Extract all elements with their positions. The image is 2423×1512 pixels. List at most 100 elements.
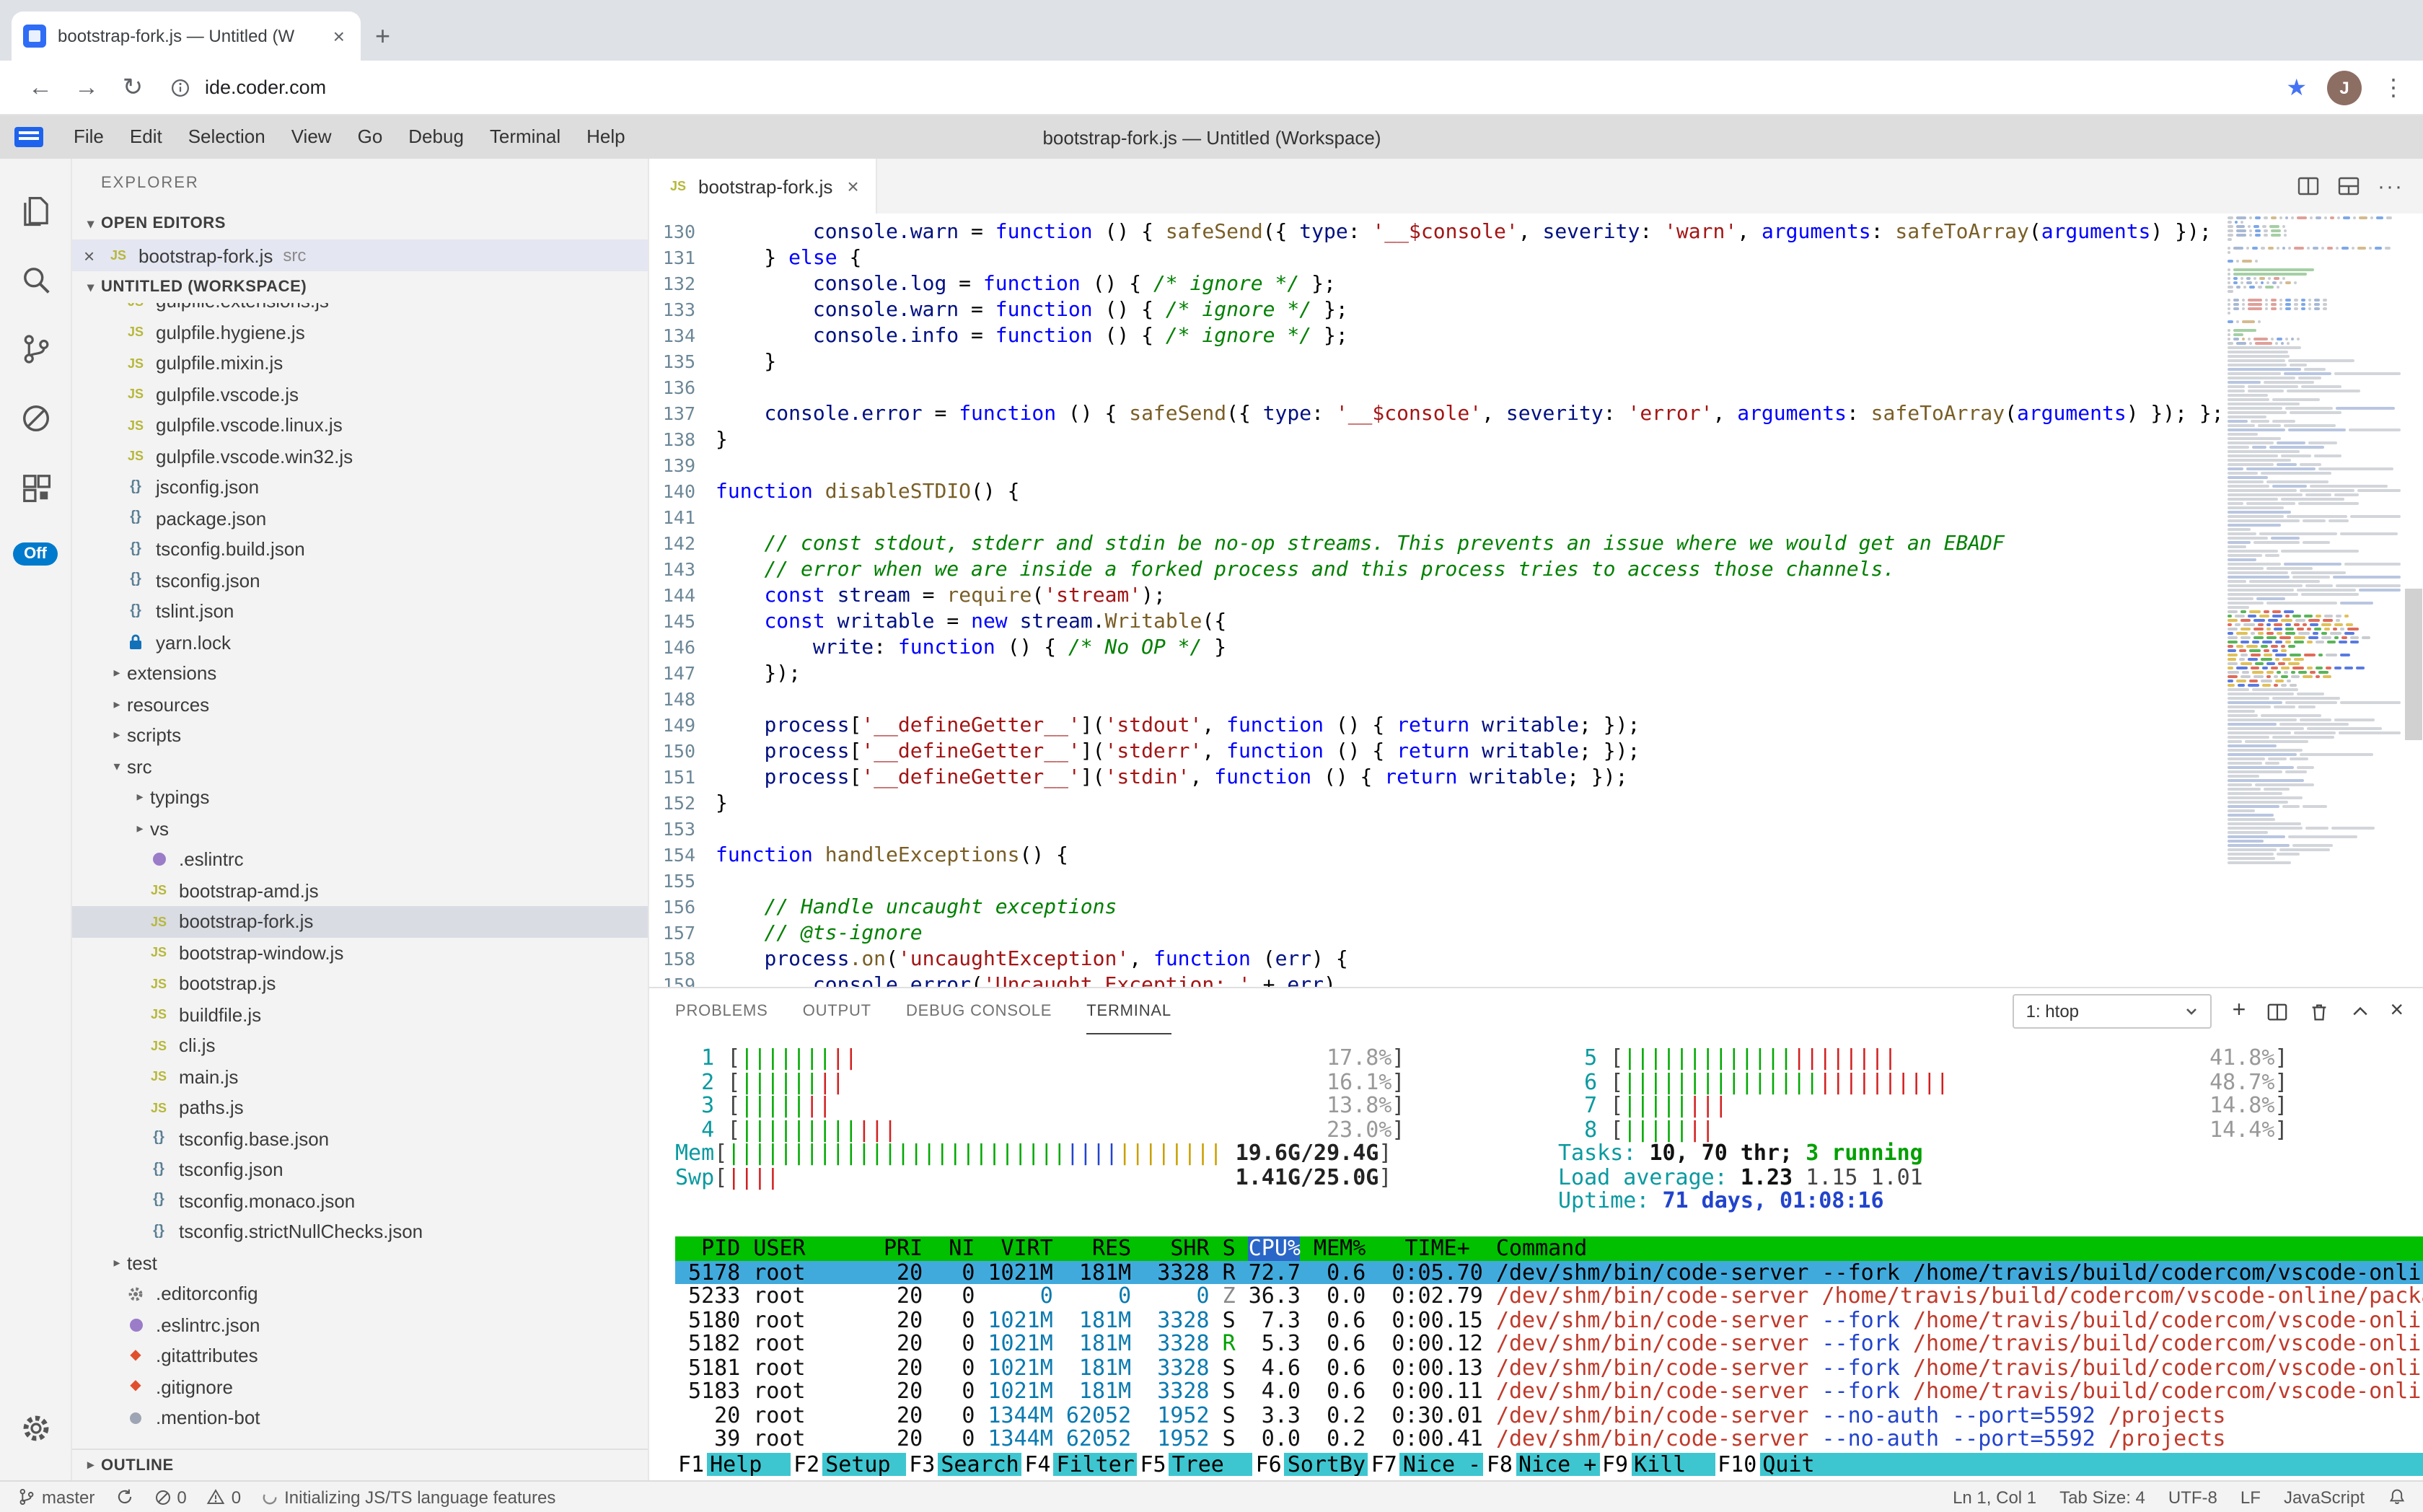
tree-item-tsconfig-strictnullchecks-json[interactable]: {}tsconfig.strictNullChecks.json xyxy=(72,1216,648,1247)
tree-item-typings[interactable]: ▸typings xyxy=(72,782,648,813)
circle-slash-icon[interactable] xyxy=(0,384,71,453)
tree-item-gitignore[interactable]: ◆.gitignore xyxy=(72,1371,648,1402)
open-editors-header[interactable]: ▾ OPEN EDITORS xyxy=(72,208,648,239)
menu-debug[interactable]: Debug xyxy=(408,126,464,147)
split-editor-icon[interactable] xyxy=(2297,175,2320,198)
status-error[interactable]: 0 xyxy=(154,1487,187,1507)
status-utf-8[interactable]: UTF-8 xyxy=(2168,1487,2217,1507)
tree-item-mention-bot[interactable]: .mention-bot xyxy=(72,1402,648,1433)
menu-terminal[interactable]: Terminal xyxy=(489,126,561,147)
tree-item-tsconfig-build-json[interactable]: {}tsconfig.build.json xyxy=(72,534,648,565)
status-javascript[interactable]: JavaScript xyxy=(2284,1487,2365,1507)
tree-item-vs[interactable]: ▸vs xyxy=(72,813,648,844)
more-actions-icon[interactable]: ··· xyxy=(2378,174,2404,198)
fn-key-label[interactable]: F9 xyxy=(1602,1451,1629,1477)
new-tab-button[interactable]: + xyxy=(375,22,391,50)
fn-key-action[interactable]: Search xyxy=(938,1452,1022,1476)
terminal-select[interactable]: 1: htop xyxy=(2013,994,2212,1029)
menu-file[interactable]: File xyxy=(74,126,104,147)
status-bell[interactable] xyxy=(2388,1487,2406,1506)
tree-item-eslintrc-json[interactable]: .eslintrc.json xyxy=(72,1309,648,1340)
editor-layout-icon[interactable] xyxy=(2337,175,2360,198)
source-control-icon[interactable] xyxy=(0,315,71,384)
tree-item-tsconfig-monaco-json[interactable]: {}tsconfig.monaco.json xyxy=(72,1185,648,1216)
editor-scrollbar[interactable] xyxy=(2404,214,2423,987)
tree-item-resources[interactable]: ▸resources xyxy=(72,689,648,720)
address-bar[interactable]: ide.coder.com xyxy=(170,76,2266,98)
fn-key-action[interactable]: Nice - xyxy=(1399,1452,1484,1476)
forward-button[interactable]: → xyxy=(74,73,99,100)
tab-close-icon[interactable]: × xyxy=(333,25,345,48)
site-info-icon[interactable] xyxy=(170,77,190,97)
panel-tab-terminal[interactable]: TERMINAL xyxy=(1086,988,1171,1034)
minimap[interactable] xyxy=(2228,216,2401,987)
fn-key-label[interactable]: F3 xyxy=(909,1451,936,1477)
status-sync[interactable] xyxy=(115,1487,133,1506)
menu-help[interactable]: Help xyxy=(586,126,625,147)
tree-item-tslint-json[interactable]: {}tslint.json xyxy=(72,596,648,627)
search-icon[interactable] xyxy=(0,245,71,315)
reload-button[interactable]: ↻ xyxy=(122,73,144,100)
explorer-icon[interactable] xyxy=(0,176,71,245)
close-editor-icon[interactable]: × xyxy=(84,245,95,266)
tab-close-icon[interactable]: × xyxy=(847,175,859,198)
menu-edit[interactable]: Edit xyxy=(129,126,162,147)
tree-item-tsconfig-json[interactable]: {}tsconfig.json xyxy=(72,565,648,596)
tree-item-yarn-lock[interactable]: yarn.lock xyxy=(72,627,648,658)
panel-tab-problems[interactable]: PROBLEMS xyxy=(675,1002,768,1019)
settings-gear-icon[interactable] xyxy=(0,1394,71,1463)
new-terminal-icon[interactable]: + xyxy=(2232,998,2246,1023)
fn-key-label[interactable]: F1 xyxy=(678,1451,705,1477)
browser-menu-icon[interactable]: ⋮ xyxy=(2382,76,2406,100)
bookmark-star-icon[interactable]: ★ xyxy=(2286,76,2307,100)
tree-item-scripts[interactable]: ▸scripts xyxy=(72,720,648,751)
fn-key-label[interactable]: F6 xyxy=(1255,1451,1282,1477)
outline-header[interactable]: ▸ OUTLINE xyxy=(72,1449,648,1480)
menu-selection[interactable]: Selection xyxy=(188,126,265,147)
tree-item-editorconfig[interactable]: .editorconfig xyxy=(72,1278,648,1309)
tree-item-test[interactable]: ▸test xyxy=(72,1247,648,1278)
fn-key-label[interactable]: F7 xyxy=(1371,1451,1397,1477)
tree-item-tsconfig-json[interactable]: {}tsconfig.json xyxy=(72,1154,648,1185)
tree-item-jsconfig-json[interactable]: {}jsconfig.json xyxy=(72,472,648,503)
code-editor[interactable]: 130 console.warn = function () { safeSen… xyxy=(649,214,2423,987)
fn-key-action[interactable]: Quit xyxy=(1759,1452,1844,1476)
status-lf[interactable]: LF xyxy=(2240,1487,2261,1507)
editor-tab[interactable]: JS bootstrap-fork.js × xyxy=(649,159,878,214)
fn-key-action[interactable]: Filter xyxy=(1053,1452,1138,1476)
menu-go[interactable]: Go xyxy=(357,126,383,147)
split-terminal-icon[interactable] xyxy=(2266,1001,2287,1022)
fn-key-label[interactable]: F8 xyxy=(1486,1451,1513,1477)
workspace-header[interactable]: ▾ UNTITLED (WORKSPACE) xyxy=(72,271,648,303)
tree-item-tsconfig-base-json[interactable]: {}tsconfig.base.json xyxy=(72,1123,648,1154)
fn-key-label[interactable]: F10 xyxy=(1718,1451,1757,1477)
editor-scrollbar-thumb[interactable] xyxy=(2405,589,2422,740)
status-warning[interactable]: 0 xyxy=(207,1487,241,1507)
menu-view[interactable]: View xyxy=(291,126,332,147)
fn-key-action[interactable]: SortBy xyxy=(1284,1452,1368,1476)
status-tab-size-4[interactable]: Tab Size: 4 xyxy=(2059,1487,2145,1507)
maximize-panel-icon[interactable] xyxy=(2349,1001,2370,1021)
fn-key-label[interactable]: F4 xyxy=(1024,1451,1051,1477)
tree-item-src[interactable]: ▾src xyxy=(72,751,648,782)
fn-key-label[interactable]: F2 xyxy=(793,1451,820,1477)
panel-tab-debug-console[interactable]: DEBUG CONSOLE xyxy=(905,1002,1052,1019)
open-editor-item[interactable]: × JS bootstrap-fork.js src xyxy=(72,239,648,271)
panel-tab-output[interactable]: OUTPUT xyxy=(802,1002,871,1019)
fn-key-action[interactable]: Kill xyxy=(1631,1452,1715,1476)
profile-avatar[interactable]: J xyxy=(2327,70,2362,105)
kill-terminal-icon[interactable] xyxy=(2308,1001,2329,1022)
